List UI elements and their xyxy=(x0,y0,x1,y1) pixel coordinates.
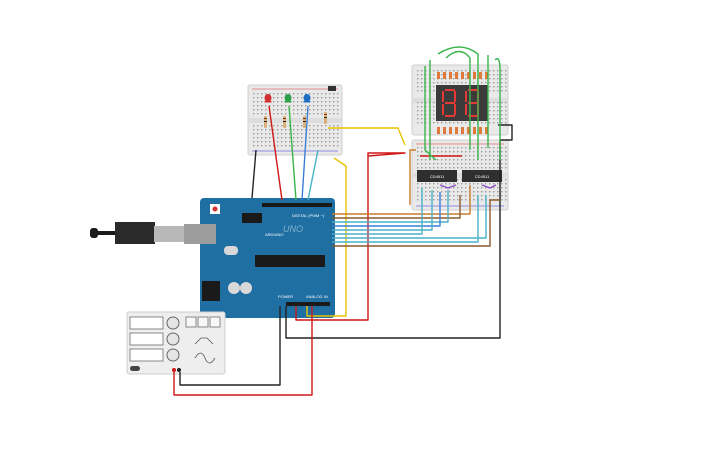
wires xyxy=(173,46,513,396)
display-resistors xyxy=(437,72,488,134)
wire-cyan-14[interactable] xyxy=(332,188,423,235)
wire-orange-20[interactable] xyxy=(409,149,416,205)
wire-red-7[interactable] xyxy=(295,152,406,321)
analog-header-label: ANALOG IN xyxy=(306,294,328,299)
arduino-brand: ARDUINO xyxy=(265,232,283,237)
resistor-3[interactable] xyxy=(303,116,306,128)
arduino-model: UNO xyxy=(283,224,303,234)
pushbutton[interactable] xyxy=(328,86,336,91)
resistor-2[interactable] xyxy=(283,116,286,128)
led-blue[interactable] xyxy=(303,94,311,103)
led-green[interactable] xyxy=(284,94,292,103)
wire-cyan-11[interactable] xyxy=(332,190,449,223)
wire-yellow-6[interactable] xyxy=(306,157,347,317)
decoder-chip-2[interactable]: CD4511 xyxy=(462,170,502,182)
breadboard-decoders[interactable] xyxy=(411,139,509,211)
wire-green-26[interactable] xyxy=(445,50,471,151)
wire-red-19[interactable] xyxy=(173,306,313,396)
seven-segment-display[interactable] xyxy=(436,85,488,121)
resistor-1[interactable] xyxy=(264,116,267,128)
wire-black-18[interactable] xyxy=(179,306,281,386)
decoder-chip-1[interactable]: CD4511 xyxy=(417,170,457,182)
breadboard-leds[interactable] xyxy=(247,84,343,156)
power-header-label: POWER xyxy=(278,294,293,299)
function-generator[interactable] xyxy=(126,311,226,375)
wire-brown-10[interactable] xyxy=(332,195,461,219)
wire-blue-2[interactable] xyxy=(301,105,309,201)
wire-green-25[interactable] xyxy=(437,46,479,160)
decoder-1-label: CD4511 xyxy=(430,174,445,179)
arduino-board[interactable]: DIGITAL (PWM ~) ARDUINO UNO POWER ANALOG… xyxy=(200,198,335,318)
wire-green-27[interactable] xyxy=(424,66,437,161)
led-red[interactable] xyxy=(264,94,272,103)
wire-orange-9[interactable] xyxy=(332,185,471,215)
decoder-2-label: CD4511 xyxy=(475,174,490,179)
wire-brown-17[interactable] xyxy=(332,199,500,247)
wire-green-28[interactable] xyxy=(494,58,501,160)
wire-purple-21[interactable] xyxy=(439,184,457,189)
usb-cable xyxy=(90,222,216,244)
wire-cyan-15[interactable] xyxy=(332,195,487,239)
wire-blue-12[interactable] xyxy=(332,192,441,227)
wire-cyan-16[interactable] xyxy=(332,195,479,243)
wire-cyan-3[interactable] xyxy=(307,149,319,201)
wire-black-4[interactable] xyxy=(251,149,257,199)
wire-green-1[interactable] xyxy=(288,105,297,201)
wire-purple-22[interactable] xyxy=(481,184,497,189)
wire-cyan-13[interactable] xyxy=(332,190,433,231)
wire-red-0[interactable] xyxy=(268,105,283,201)
resistor-4[interactable] xyxy=(324,112,327,124)
wire-yellow-5[interactable] xyxy=(328,127,406,146)
digital-header-label: DIGITAL (PWM ~) xyxy=(292,213,325,218)
